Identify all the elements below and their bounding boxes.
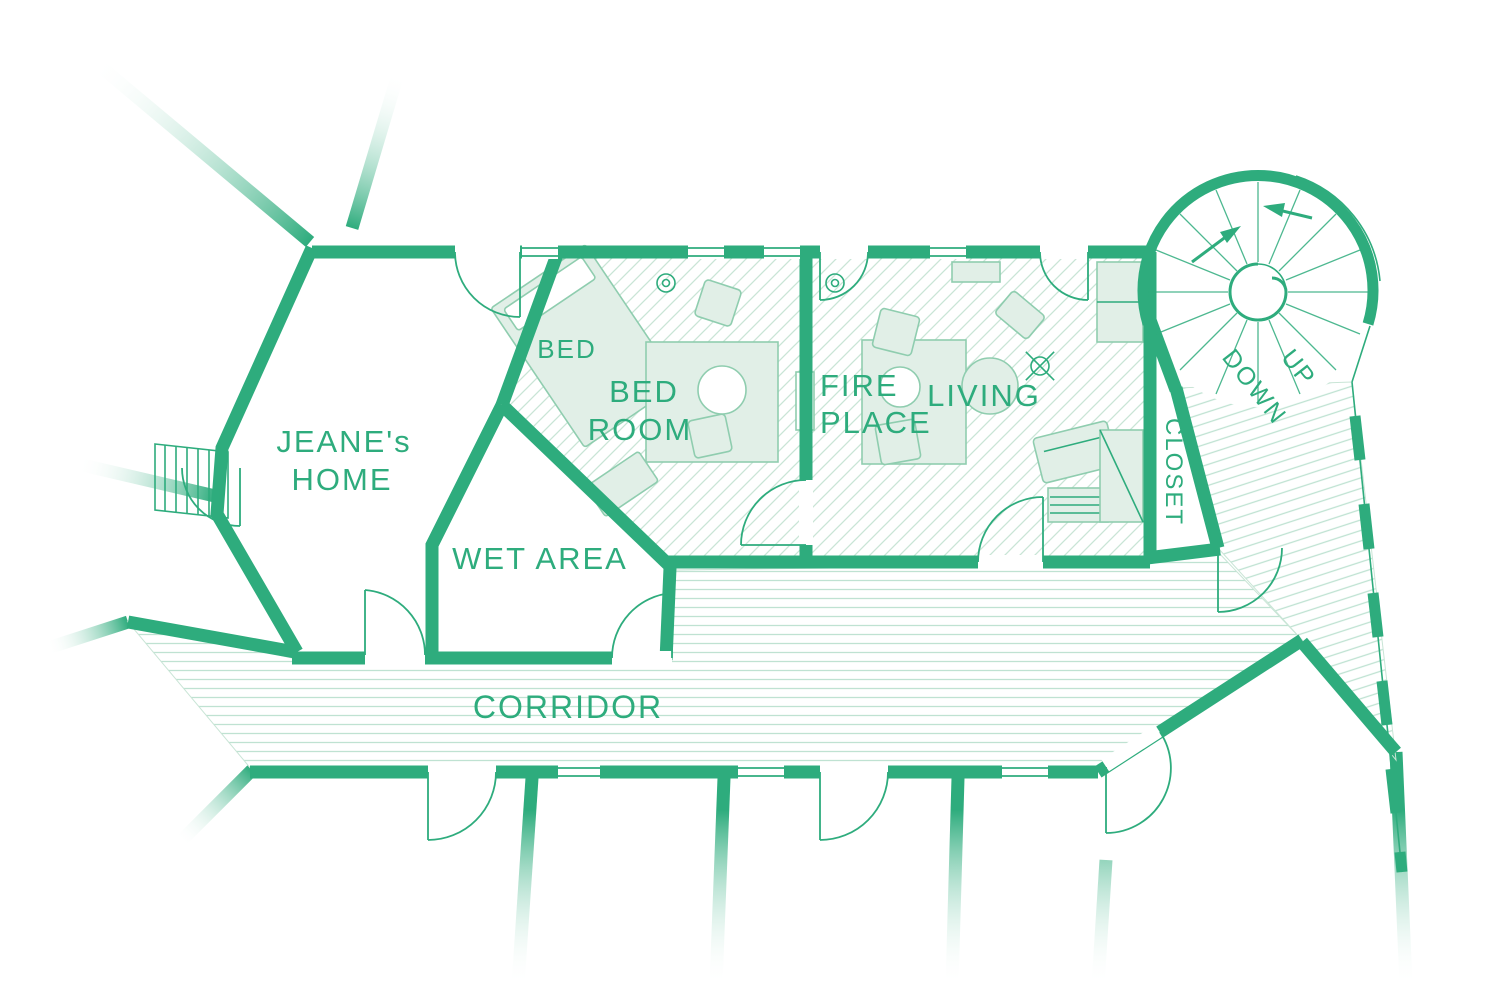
wall-corridor-topleft <box>126 615 297 659</box>
spiral-steps <box>1148 182 1368 402</box>
window <box>1002 765 1048 779</box>
window <box>522 245 558 259</box>
spiral-curl <box>1228 262 1288 322</box>
label-wet-area: WET AREA <box>452 541 628 576</box>
label-closet: CLOSET <box>1160 418 1187 526</box>
ceiling-light-icon <box>656 273 676 293</box>
up-arrow-icon <box>1191 226 1241 264</box>
radiator <box>1047 487 1109 523</box>
down-arrow-icon <box>1263 203 1313 220</box>
wall-closet-east <box>1169 386 1225 550</box>
fireplace-chair-1 <box>871 307 921 357</box>
side-stair <box>154 443 229 519</box>
door-closet-corridor <box>1217 547 1283 613</box>
window <box>738 765 784 779</box>
stair-tower-outer-rail <box>1295 175 1381 282</box>
spiral-staircase <box>1148 182 1368 402</box>
label-bed: BED <box>537 334 596 364</box>
door-corridor-south-2 <box>819 765 889 841</box>
fireplace-side-table <box>879 366 921 408</box>
label-jeanes-home-1: JEANE's <box>276 424 411 459</box>
label-fireplace-1: FIRE <box>820 368 899 403</box>
fireplace-chair-2 <box>874 418 922 466</box>
label-bedroom-2: ROOM <box>588 412 692 447</box>
label-bedroom-1: BED <box>609 374 679 409</box>
label-living: LIVING <box>927 378 1041 413</box>
wall-tower-ring <box>1137 170 1379 326</box>
label-corridor: CORRIDOR <box>473 689 663 725</box>
window <box>688 245 724 259</box>
door-bedroom-living <box>740 479 813 546</box>
living-chair <box>995 290 1045 340</box>
walls <box>126 170 1408 873</box>
wall-jeanes-east <box>495 249 565 408</box>
bedroom-chair-2 <box>687 413 733 459</box>
door-fireplace-top <box>819 245 869 301</box>
wall-wetarea-jog <box>659 567 677 661</box>
living-side-unit <box>1099 429 1144 523</box>
ceiling-light-icon <box>825 273 845 293</box>
door-corridor-south-1 <box>427 765 497 841</box>
wall-bedroom-diagonal <box>497 400 677 573</box>
door-living-corridor <box>977 496 1044 569</box>
window <box>764 245 800 259</box>
bedroom-chair-1 <box>694 279 742 327</box>
door-side-stair <box>181 467 241 527</box>
wall-closet-bottom <box>1146 542 1221 565</box>
wall-stair-corridor-bottom <box>1297 637 1401 757</box>
door-corridor-slant <box>1101 724 1172 834</box>
label-jeanes-home-2: HOME <box>292 462 393 497</box>
living-round-table <box>961 357 1019 415</box>
fading-walls <box>45 57 1413 986</box>
window <box>558 765 600 779</box>
glass-wall-posts <box>1349 415 1408 873</box>
floor-lamp-icon <box>1025 351 1055 381</box>
wall-tower-joint <box>1143 317 1183 393</box>
bedroom-table <box>697 365 747 415</box>
window <box>930 245 966 259</box>
doors <box>181 245 1283 841</box>
wall-wetarea-west <box>425 402 508 660</box>
door-wetarea-corridor <box>611 592 673 665</box>
windows <box>522 245 1048 779</box>
door-living-top <box>1039 245 1089 301</box>
door-jeanes-corridor <box>364 589 426 665</box>
door-entry-jeanes <box>454 245 521 318</box>
living-console <box>951 261 1001 283</box>
label-fireplace-2: PLACE <box>820 405 932 440</box>
